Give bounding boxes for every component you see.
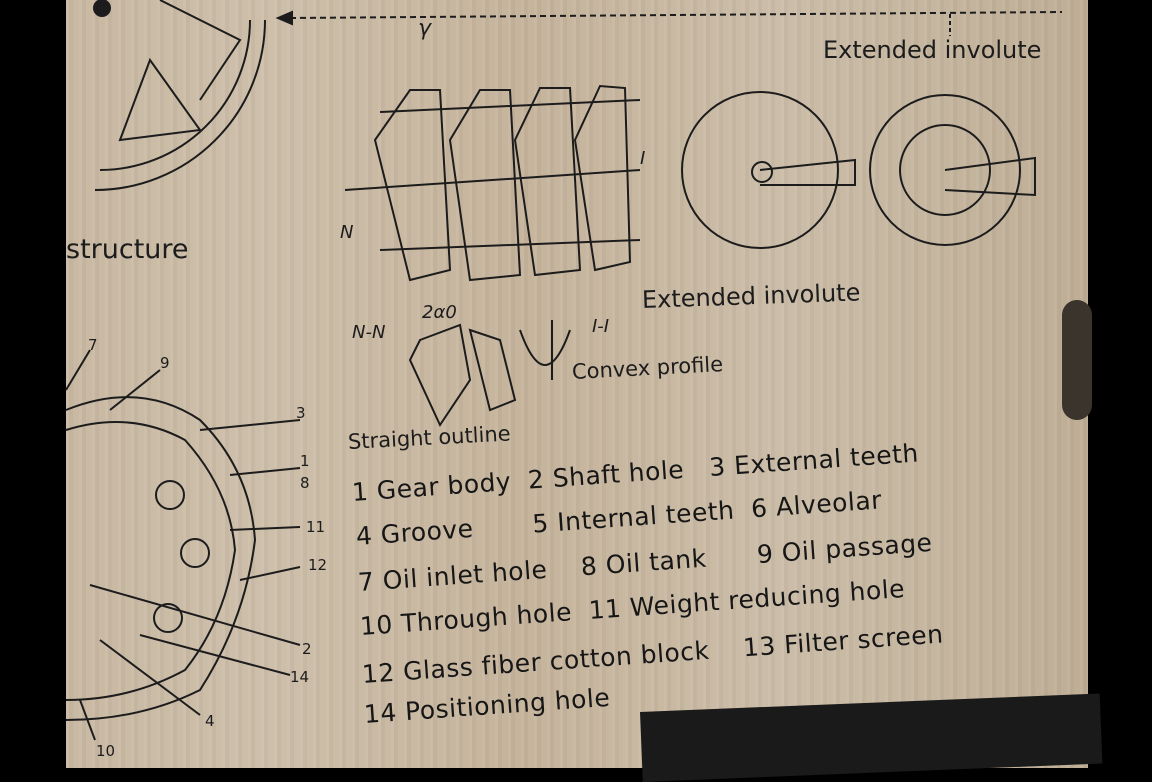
wooden-board xyxy=(66,0,1088,768)
dashed-arrow-line xyxy=(275,10,1063,36)
callout-3: 3 xyxy=(296,404,306,422)
label-angle: 2α0 xyxy=(422,302,457,323)
convex-profile xyxy=(519,320,571,380)
callout-14: 14 xyxy=(290,668,310,686)
callout-4: 4 xyxy=(205,712,215,730)
callout-2: 2 xyxy=(302,640,312,658)
label-n: N xyxy=(340,222,354,243)
callout-1: 1 xyxy=(300,452,310,470)
label-ii: I-I xyxy=(592,316,610,337)
structure-diagram xyxy=(93,0,266,191)
callout-9: 9 xyxy=(160,354,170,372)
label-structure: structure xyxy=(66,234,189,265)
involute-circle-1 xyxy=(681,91,856,249)
callout-7: 7 xyxy=(88,336,98,354)
label-i: I xyxy=(640,148,646,169)
gear-diagram xyxy=(65,349,301,741)
label-extended-involute-top: Extended involute xyxy=(823,36,1042,64)
callout-10: 10 xyxy=(96,742,116,760)
worm-diagram xyxy=(344,84,641,282)
label-nn: N-N xyxy=(352,322,386,343)
callout-8: 8 xyxy=(300,474,310,492)
involute-circle-2 xyxy=(869,94,1036,246)
wall-knob xyxy=(1062,300,1092,420)
label-gamma: γ xyxy=(418,16,432,41)
callout-12: 12 xyxy=(308,556,328,574)
nn-profile xyxy=(408,323,517,428)
callout-11: 11 xyxy=(306,518,326,536)
